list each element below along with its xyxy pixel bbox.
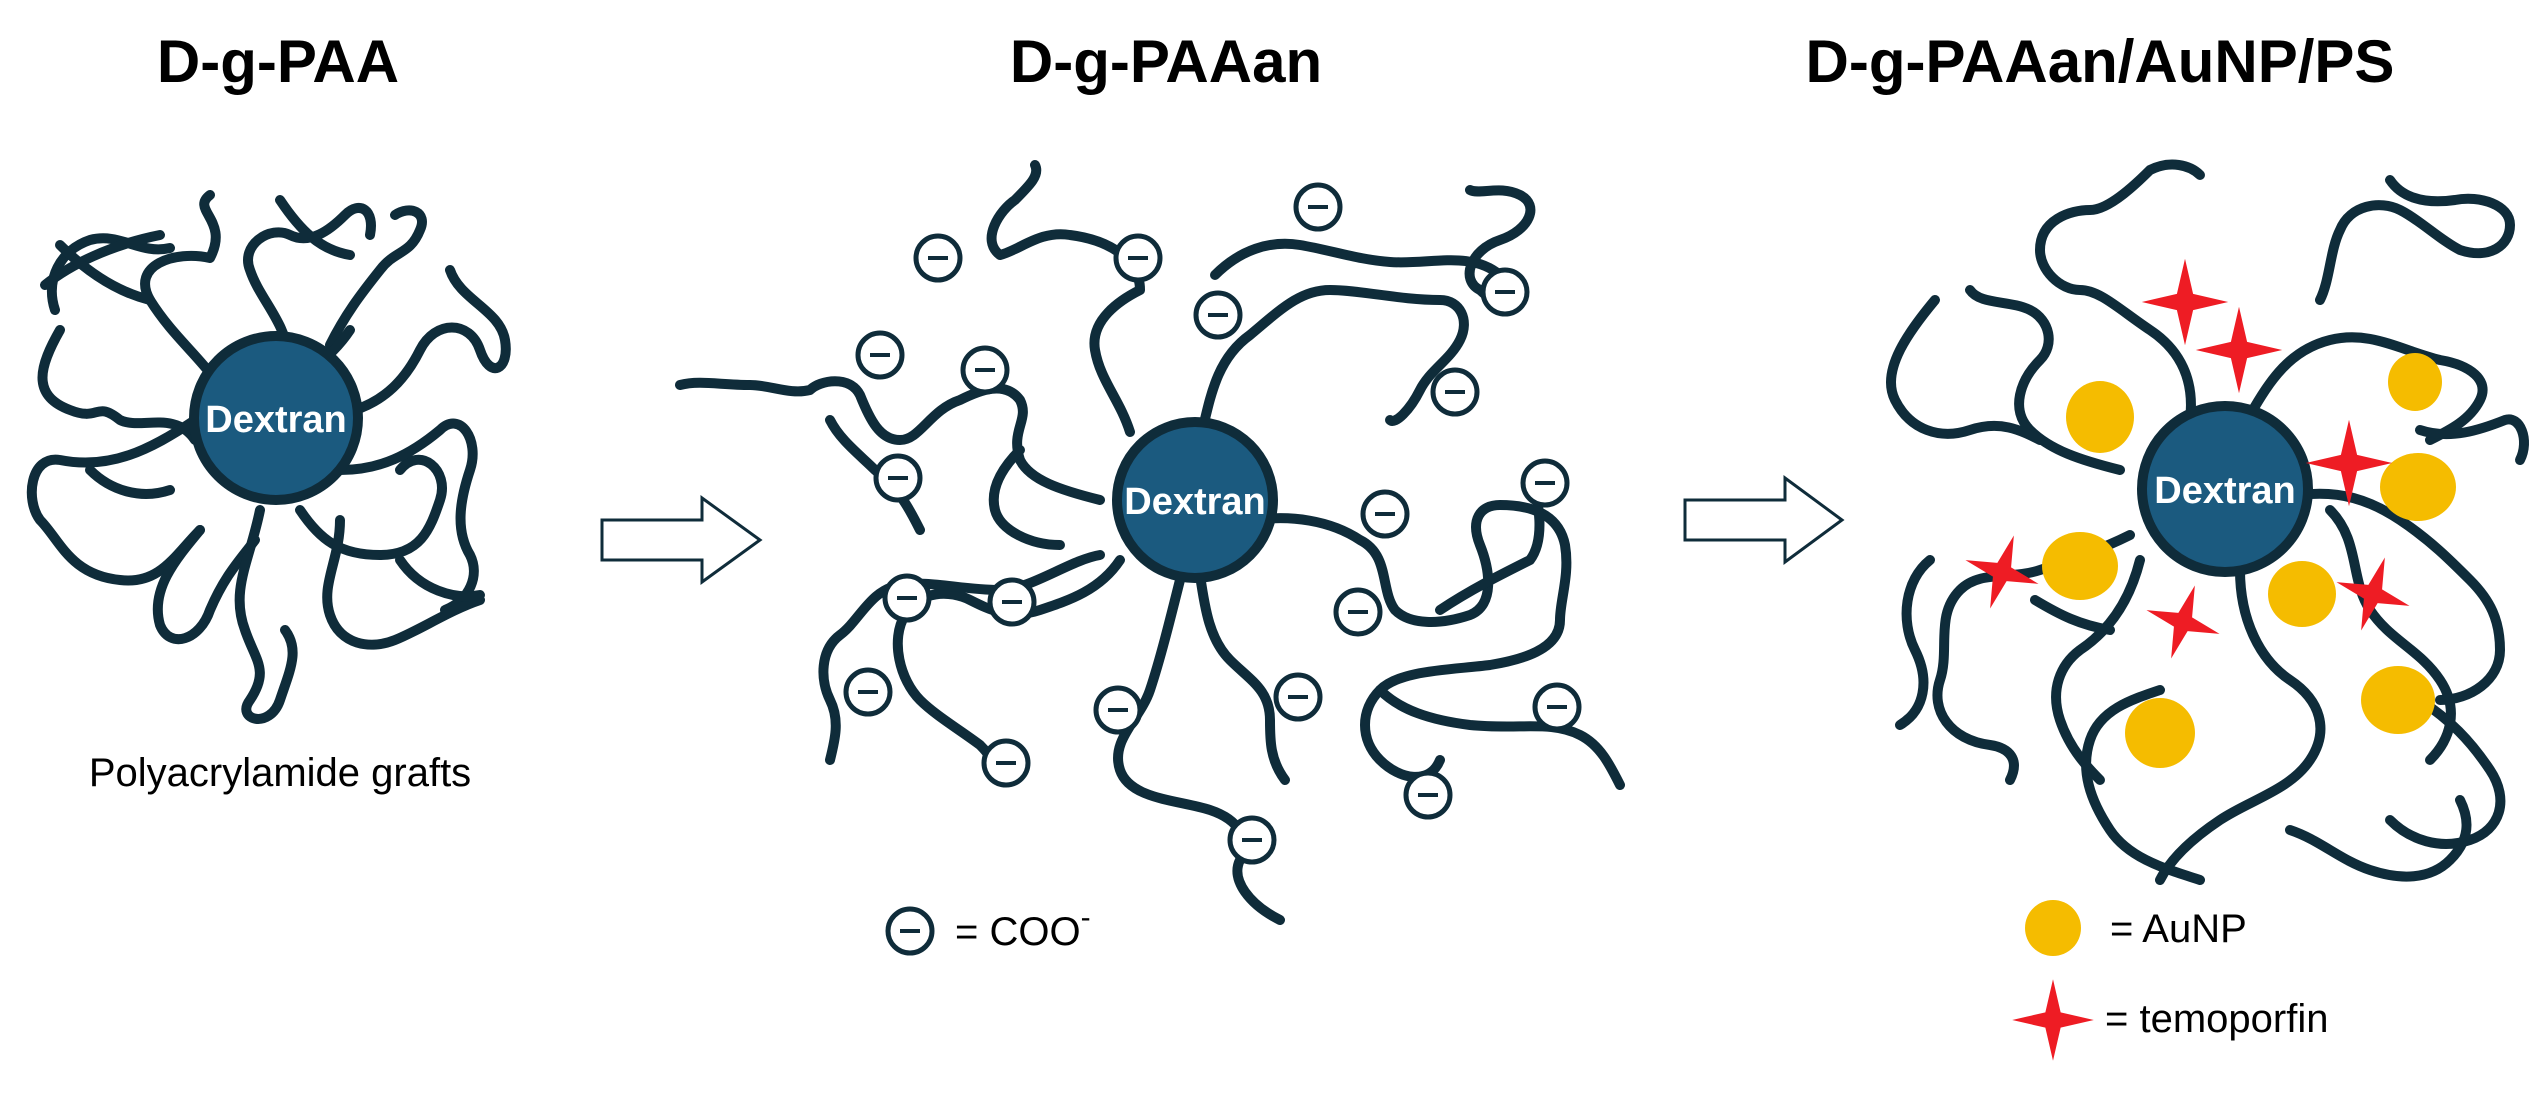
carboxylate-charge-icon — [990, 580, 1034, 624]
anionic-chains — [1886, 159, 2529, 885]
reaction-arrow-icon — [600, 495, 763, 585]
carboxylate-charge-icon — [1363, 492, 1407, 536]
carboxylate-charge-icon — [888, 909, 932, 953]
carboxylate-charge-icon — [1336, 590, 1380, 634]
legend-aunp-label: = AuNP — [2110, 907, 2247, 951]
carboxylate-charge-icon — [1276, 675, 1320, 719]
gold-nanoparticle-icon — [2380, 453, 2456, 521]
carboxylate-charge-icon — [1296, 185, 1340, 229]
red-star-icon — [2012, 979, 2094, 1061]
gold-nanoparticles — [2042, 353, 2456, 768]
dextran-core — [1112, 417, 1278, 583]
panel-title: D-g-PAAan/AuNP/PS — [1806, 28, 2395, 95]
carboxylate-charge-icon — [1523, 461, 1567, 505]
gold-nanoparticle-icon — [2042, 532, 2118, 600]
legend-carboxylate: = COO- — [888, 901, 1091, 954]
red-star-icon — [2134, 573, 2232, 671]
panel-d-g-paaan: D-g-PAAan Dextran — [675, 28, 1625, 954]
dextran-core — [2137, 401, 2313, 577]
carboxylate-charge-icon — [846, 670, 890, 714]
carboxylate-charge-icon — [1535, 685, 1579, 729]
carboxylate-charge-icon — [885, 576, 929, 620]
legend-carboxylate-label: = COO- — [955, 901, 1091, 954]
panel-title: D-g-PAAan — [1010, 28, 1322, 95]
carboxylate-charge-icon — [1116, 236, 1160, 280]
dextran-core — [189, 331, 363, 505]
panel-d-g-paa: D-g-PAA Dextran Polyacrylamide grafts — [26, 28, 511, 795]
dextran-core-label: Dextran — [2154, 470, 2296, 512]
dextran-core-label: Dextran — [205, 399, 347, 441]
gold-nanoparticle-icon — [2361, 666, 2435, 734]
carboxylate-charge-icon — [1230, 818, 1274, 862]
carboxylate-charge-icon — [1096, 688, 1140, 732]
carboxylate-charge-icon — [1433, 370, 1477, 414]
carboxylate-charge-icon — [1483, 270, 1527, 314]
gold-nanoparticle-icon — [2125, 698, 2195, 768]
carboxylate-charge-icon — [984, 741, 1028, 785]
gold-nanoparticle-icon — [2025, 900, 2081, 956]
carboxylate-charge-icon — [858, 333, 902, 377]
legend-aunp: = AuNP — [2025, 900, 2247, 956]
carboxylate-charge-icon — [916, 236, 960, 280]
gold-nanoparticle-icon — [2066, 381, 2134, 453]
legend-temoporfin-label: = temoporfin — [2105, 997, 2328, 1041]
dextran-core-label: Dextran — [1124, 481, 1266, 523]
carboxylate-charge-icon — [1196, 293, 1240, 337]
carboxylate-charge-icon — [876, 456, 920, 500]
caption-polyacrylamide-grafts: Polyacrylamide grafts — [89, 751, 471, 795]
panel-d-g-paaan-aunp-ps: D-g-PAAan/AuNP/PS Dextran — [1806, 28, 2529, 1061]
reaction-arrow-icon — [1683, 475, 1845, 565]
legend-temoporfin: = temoporfin — [2012, 979, 2328, 1061]
gold-nanoparticle-icon — [2268, 561, 2336, 627]
gold-nanoparticle-icon — [2388, 353, 2442, 411]
carboxylate-charge-icon — [963, 348, 1007, 392]
carboxylate-charge-icon — [1406, 773, 1450, 817]
polyacrylamide-chains — [26, 190, 511, 724]
red-star-icon — [2324, 545, 2422, 643]
panel-title: D-g-PAA — [157, 28, 399, 95]
